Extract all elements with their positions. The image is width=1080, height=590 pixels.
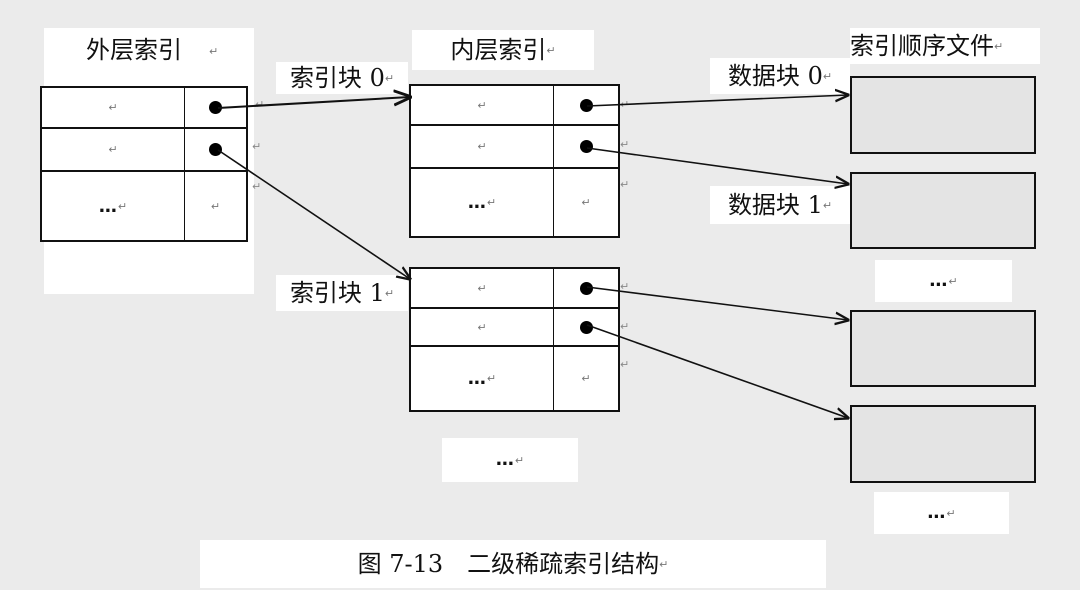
inner-index-block-0: ↵ ↵ …↵ ↵ xyxy=(409,84,620,238)
outer-index-row: ↵ xyxy=(42,88,246,129)
arrow-block1-to-data-3 xyxy=(586,324,848,418)
para-mark: ↵ xyxy=(514,453,525,467)
para-mark: ↵ xyxy=(210,199,221,213)
outer-index-row: …↵ ↵ xyxy=(42,172,246,240)
outer-index-title: 外层索引 xyxy=(86,36,182,64)
data-block xyxy=(850,76,1036,154)
para-mark: ↵ xyxy=(384,71,395,85)
pointer-dot xyxy=(579,281,593,295)
para-mark: ↵ xyxy=(822,198,833,212)
para-mark: ↵ xyxy=(108,143,118,156)
inner-index-row: ↵ xyxy=(411,269,618,309)
para-mark: ↵ xyxy=(822,69,833,83)
data-block xyxy=(850,405,1036,483)
arrow-outer-to-index-block-0 xyxy=(217,97,410,109)
ellipsis: … xyxy=(495,449,515,470)
ellipsis: … xyxy=(929,270,949,291)
inner-index-title: 内层索引 xyxy=(450,36,547,64)
para-mark: ↵ xyxy=(620,320,630,333)
arrow-block1-to-data-2 xyxy=(586,286,848,320)
data-block-1-label-box: 数据块 1 ↵ xyxy=(710,186,850,224)
inner-index-title-box: 内层索引 ↵ xyxy=(412,30,594,70)
data-block xyxy=(850,310,1036,387)
para-mark: ↵ xyxy=(581,372,591,385)
para-mark: ↵ xyxy=(620,178,630,191)
para-mark: ↵ xyxy=(486,372,497,385)
pointer-dot xyxy=(579,320,593,334)
inner-index-row: …↵ ↵ xyxy=(411,347,618,410)
pointer-dot xyxy=(209,101,222,114)
inner-index-row: ↵ xyxy=(411,126,618,169)
data-block-0-label: 数据块 0 xyxy=(727,62,823,90)
para-mark: ↵ xyxy=(477,281,487,295)
pointer-dot xyxy=(579,140,593,153)
data-block-0-label-box: 数据块 0 ↵ xyxy=(710,58,850,94)
ellipsis: … xyxy=(927,502,947,523)
para-mark: ↵ xyxy=(994,39,1004,53)
para-mark: ↵ xyxy=(108,101,118,114)
arrow-block0-to-data-0 xyxy=(586,95,848,107)
inner-ellipsis-box: … ↵ xyxy=(442,438,578,482)
ellipsis: … xyxy=(467,368,487,389)
para-mark: ↵ xyxy=(209,45,219,58)
para-mark: ↵ xyxy=(620,138,630,151)
inner-index-row: ↵ xyxy=(411,86,618,126)
para-mark: ↵ xyxy=(477,320,487,334)
para-mark: ↵ xyxy=(255,98,265,111)
para-mark: ↵ xyxy=(581,196,591,209)
data-block-1-label: 数据块 1 xyxy=(727,191,823,219)
ellipsis: … xyxy=(467,192,487,213)
para-mark: ↵ xyxy=(620,358,630,371)
outer-index-table: ↵ ↵ …↵ ↵ xyxy=(40,86,248,242)
figure-caption: 图 7-13 二级稀疏索引结构 xyxy=(357,550,660,578)
para-mark: ↵ xyxy=(620,280,630,293)
para-mark: ↵ xyxy=(486,196,497,209)
para-mark: ↵ xyxy=(384,286,395,300)
para-mark: ↵ xyxy=(252,180,262,193)
inner-index-row: …↵ ↵ xyxy=(411,169,618,236)
seq-file-title-box: 索引顺序文件 ↵ xyxy=(850,28,1040,64)
pointer-dot xyxy=(209,143,222,156)
para-mark: ↵ xyxy=(546,43,556,57)
para-mark: ↵ xyxy=(477,140,487,153)
para-mark: ↵ xyxy=(477,98,487,112)
index-block-0-label: 索引块 0 xyxy=(289,64,385,92)
para-mark: ↵ xyxy=(117,199,128,213)
pointer-dot xyxy=(579,98,593,112)
arrow-block0-to-data-1 xyxy=(586,147,848,184)
index-block-1-label-box: 索引块 1 ↵ xyxy=(276,275,408,311)
inner-index-row: ↵ xyxy=(411,309,618,347)
para-mark: ↵ xyxy=(252,140,262,153)
inner-index-block-1: ↵ ↵ …↵ ↵ xyxy=(409,267,620,412)
index-block-1-label: 索引块 1 xyxy=(289,279,385,307)
outer-index-row: ↵ xyxy=(42,129,246,172)
file-ellipsis-box-1: … ↵ xyxy=(875,260,1012,302)
para-mark: ↵ xyxy=(948,274,958,288)
file-ellipsis-box-2: … ↵ xyxy=(874,492,1009,534)
seq-file-title: 索引顺序文件 xyxy=(850,32,994,60)
arrow-outer-to-index-block-1 xyxy=(217,149,410,279)
ellipsis: … xyxy=(98,195,118,217)
data-block xyxy=(850,172,1036,249)
figure-caption-box: 图 7-13 二级稀疏索引结构 ↵ xyxy=(200,540,826,588)
para-mark: ↵ xyxy=(946,506,956,520)
para-mark: ↵ xyxy=(659,557,669,571)
index-block-0-label-box: 索引块 0 ↵ xyxy=(276,62,408,94)
